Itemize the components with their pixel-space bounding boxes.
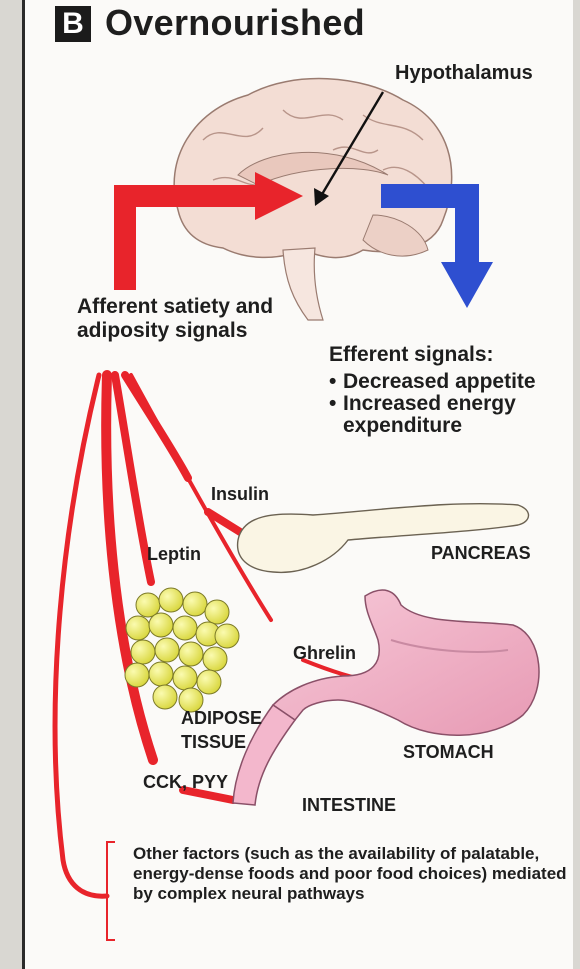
diagram-page: B Overnourished Hypothalamus Afferent sa… [22, 0, 573, 969]
ghrelin-label: Ghrelin [293, 643, 356, 664]
intestine-label: INTESTINE [302, 795, 396, 816]
efferent-signals-title: Efferent signals: [329, 343, 494, 367]
other-factors-note: Other factors (such as the availability … [133, 844, 580, 904]
efferent-signals-list: Decreased appetite Increased energy expe… [329, 371, 573, 437]
efferent-item: Decreased appetite [329, 371, 573, 393]
pancreas-label: PANCREAS [431, 543, 531, 564]
adipose-label-2: TISSUE [181, 732, 246, 753]
page-title: Overnourished [105, 2, 365, 44]
efferent-item: Increased energy expenditure [329, 393, 573, 437]
stomach-label: STOMACH [403, 742, 494, 763]
cck-pyy-label: CCK, PYY [143, 772, 228, 793]
adipose-label-1: ADIPOSE [181, 708, 262, 729]
afferent-signals-label: Afferent satiety and adiposity signals [77, 295, 297, 343]
hypothalamus-label: Hypothalamus [395, 62, 533, 85]
diagram-art [25, 0, 573, 969]
insulin-label: Insulin [211, 484, 269, 505]
panel-badge: B [55, 6, 91, 42]
adipose-cells-icon [125, 588, 239, 712]
leptin-label: Leptin [147, 544, 201, 565]
